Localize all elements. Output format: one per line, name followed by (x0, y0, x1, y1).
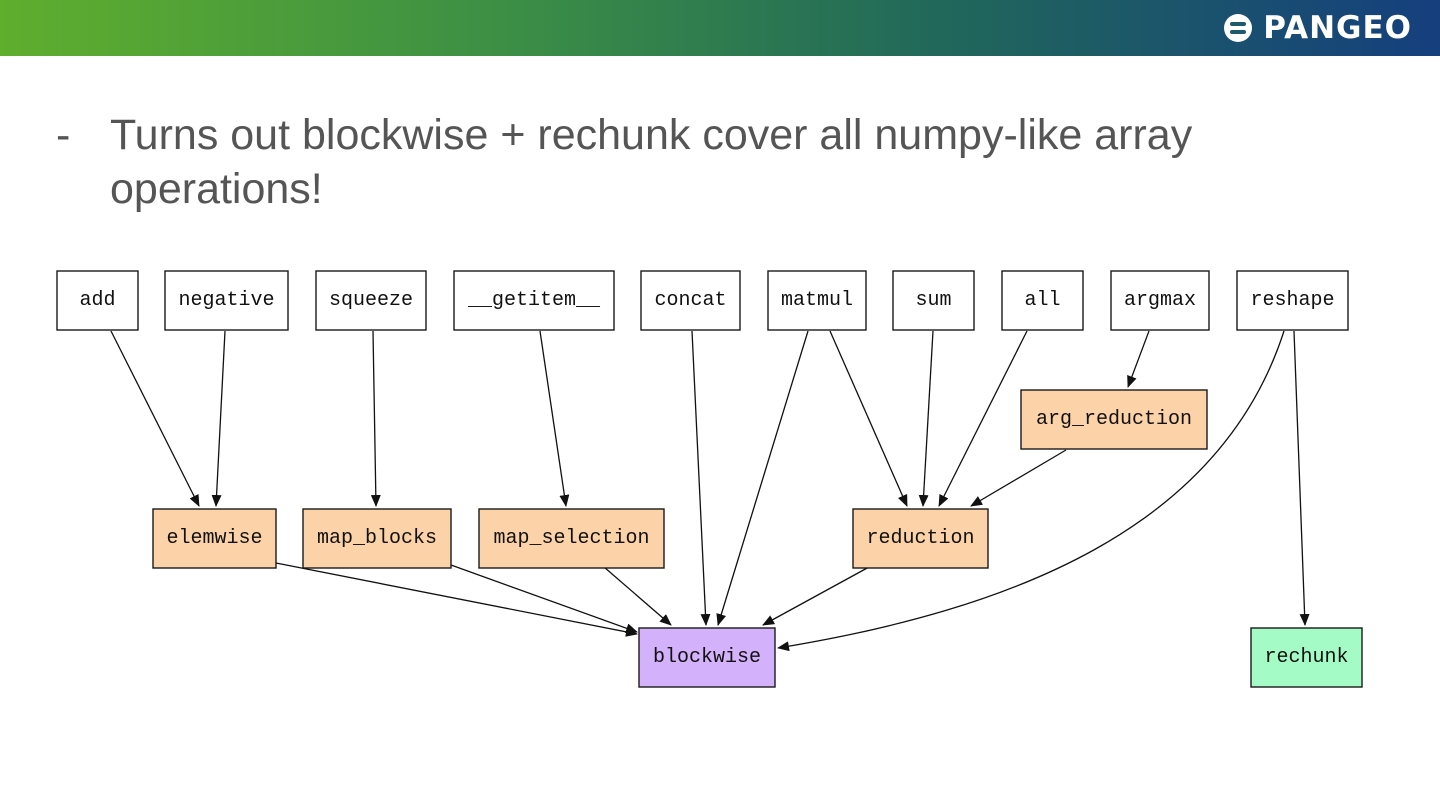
header-bar: PANGEO (0, 0, 1440, 56)
edge-map_blocks-to-blockwise (450, 564, 638, 633)
node-elemwise: elemwise (152, 508, 277, 569)
node-rechunk: rechunk (1250, 627, 1363, 688)
edge-sum-to-reduction (918, 330, 934, 507)
node-box-arg_reduction (1020, 389, 1208, 450)
node-box-matmul (767, 270, 867, 331)
edge-add-to-elemwise (110, 330, 200, 507)
pangeo-logo-icon (1224, 14, 1253, 42)
node-reshape: reshape (1236, 270, 1349, 331)
edge-map_selection-to-blockwise (603, 566, 672, 626)
node-label-blockwise: blockwise (653, 646, 761, 669)
edge-getitem-to-map_selection (539, 330, 570, 507)
node-label-map_blocks: map_blocks (317, 527, 437, 550)
node-label-matmul: matmul (781, 289, 853, 312)
node-sum: sum (892, 270, 975, 331)
node-box-reshape (1236, 270, 1349, 331)
node-label-getitem: __getitem__ (467, 289, 601, 312)
node-argmax: argmax (1110, 270, 1210, 331)
node-box-add (56, 270, 139, 331)
edge-elemwise-to-blockwise (275, 562, 638, 637)
node-label-map_selection: map_selection (493, 527, 649, 550)
edge-all-to-reduction (938, 330, 1028, 507)
node-label-elemwise: elemwise (166, 527, 262, 550)
edge-argmax-to-arg_reduction (1127, 330, 1150, 388)
edge-concat-to-blockwise (691, 330, 711, 626)
node-add: add (56, 270, 139, 331)
node-squeeze: squeeze (315, 270, 427, 331)
node-label-all: all (1024, 289, 1060, 312)
edge-negative-to-elemwise (211, 330, 226, 507)
node-all: all (1001, 270, 1084, 331)
node-box-reduction (852, 508, 989, 569)
node-box-getitem (453, 270, 615, 331)
node-label-reduction: reduction (866, 527, 974, 550)
bullet-text: Turns out blockwise + rechunk cover all … (110, 111, 1193, 213)
edge-reshape-to-blockwise (777, 330, 1285, 652)
node-box-blockwise (638, 627, 776, 688)
node-blockwise: blockwise (638, 627, 776, 688)
node-matmul: matmul (767, 270, 867, 331)
edge-matmul-to-blockwise (716, 330, 809, 626)
node-box-negative (164, 270, 289, 331)
node-reduction: reduction (852, 508, 989, 569)
bullet-point: - Turns out blockwise + rechunk cover al… (56, 108, 1356, 216)
node-label-arg_reduction: arg_reduction (1036, 408, 1192, 431)
pangeo-logo: PANGEO (1223, 10, 1412, 46)
bullet-dash: - (56, 111, 71, 159)
node-label-concat: concat (654, 289, 726, 312)
node-box-map_selection (478, 508, 665, 569)
node-arg_reduction: arg_reduction (1020, 389, 1208, 450)
node-box-map_blocks (302, 508, 452, 569)
node-map_blocks: map_blocks (302, 508, 452, 569)
node-box-all (1001, 270, 1084, 331)
node-negative: negative (164, 270, 289, 331)
node-label-negative: negative (178, 289, 274, 312)
node-label-rechunk: rechunk (1264, 646, 1348, 669)
node-label-sum: sum (915, 289, 951, 312)
edge-arg_reduction-to-reduction (970, 449, 1067, 507)
node-label-add: add (79, 289, 115, 312)
node-label-reshape: reshape (1250, 289, 1334, 312)
node-label-squeeze: squeeze (329, 289, 413, 312)
node-map_selection: map_selection (478, 508, 665, 569)
node-box-rechunk (1250, 627, 1363, 688)
node-box-elemwise (152, 508, 277, 569)
edge-matmul-to-reduction (829, 330, 908, 507)
node-box-sum (892, 270, 975, 331)
logo-text: PANGEO (1263, 10, 1412, 46)
node-box-squeeze (315, 270, 427, 331)
node-concat: concat (640, 270, 741, 331)
edge-reduction-to-blockwise (762, 566, 870, 626)
edge-reshape-to-rechunk (1293, 330, 1310, 626)
edge-squeeze-to-map_blocks (370, 330, 381, 507)
node-getitem: __getitem__ (453, 270, 615, 331)
node-box-concat (640, 270, 741, 331)
node-label-argmax: argmax (1124, 289, 1196, 312)
node-box-argmax (1110, 270, 1210, 331)
